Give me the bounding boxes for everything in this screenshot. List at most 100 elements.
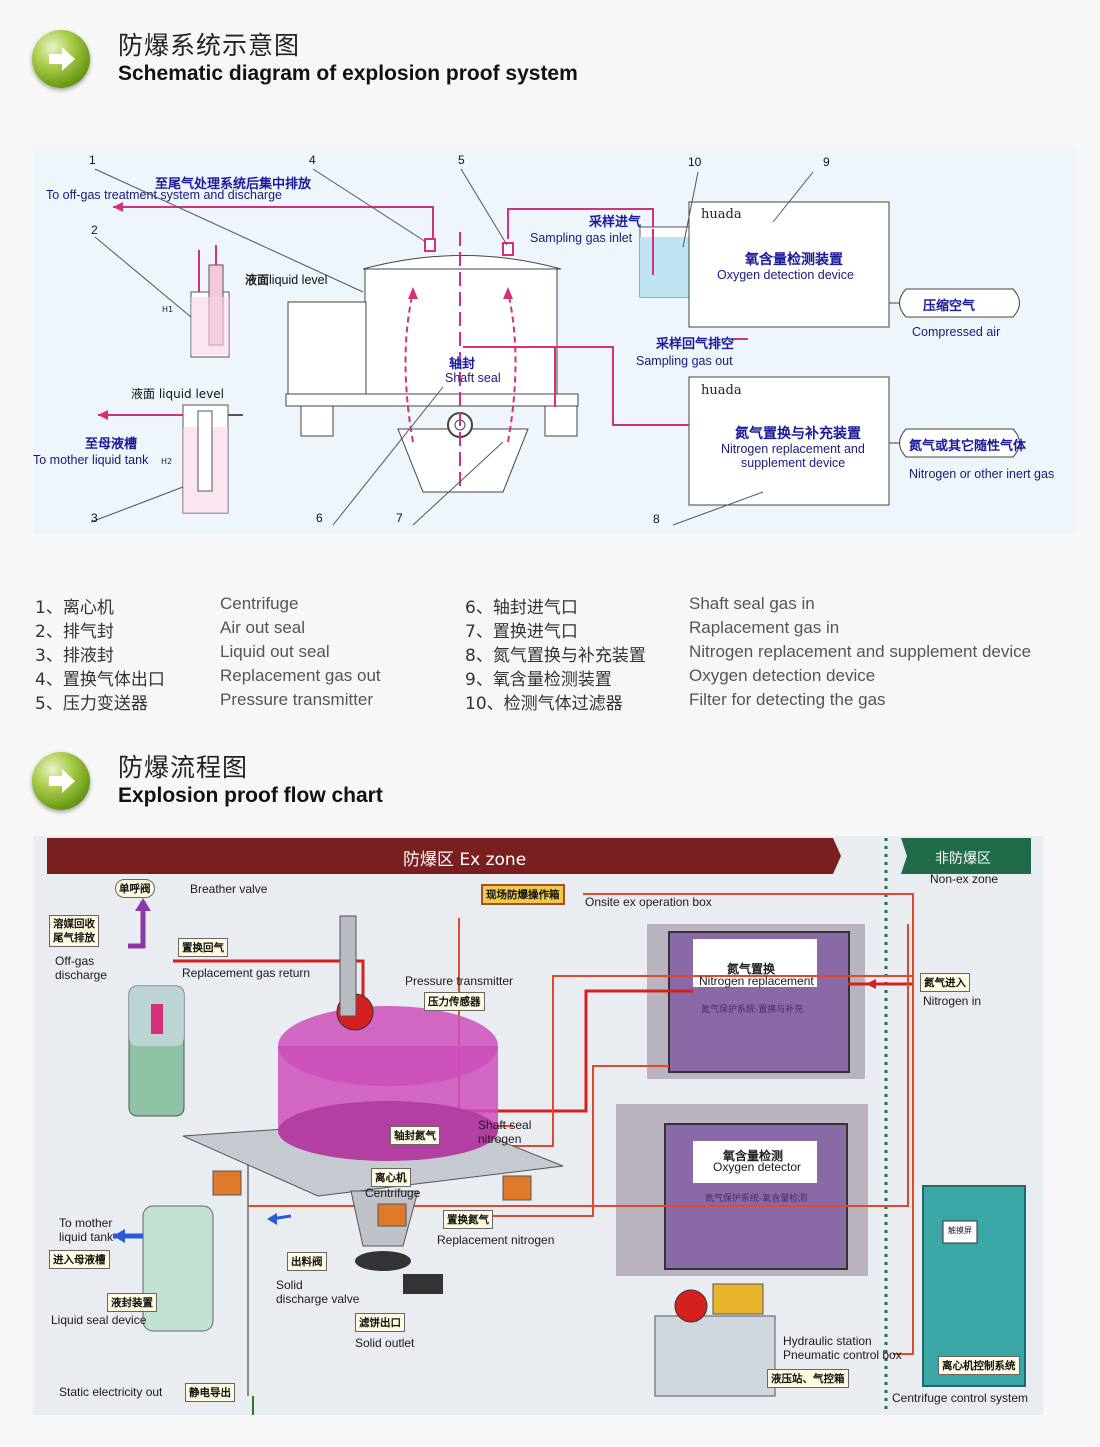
solid-outlet-tag: 滤饼出口 <box>355 1313 405 1332</box>
mother-tank-tag: 进入母液槽 <box>49 1250 110 1269</box>
solid-outlet-label: Solid outlet <box>355 1336 415 1350</box>
offgas-label-cn: 至尾气处理系统后集中排放 <box>155 177 312 192</box>
non-ex-zone-banner: 非防爆区 <box>935 851 991 867</box>
mother-tank-label-2: liquid tank <box>59 1230 114 1244</box>
control-touchscreen: 触摸屏 <box>948 1226 972 1235</box>
mother-tank-label-en: To mother liquid tank <box>33 453 149 467</box>
mother-tank-label-cn: 至母液槽 <box>85 437 138 452</box>
section1-title-cn: 防爆系统示意图 <box>118 31 301 60</box>
sampling-inlet-en: Sampling gas inlet <box>530 231 633 245</box>
arrow-bullet-icon <box>32 30 90 88</box>
onsite-box-label: Onsite ex operation box <box>585 895 712 909</box>
oxygen-tag: 氧含量检测 <box>723 1149 784 1163</box>
flow-chart: 防爆区 Ex zone 非防爆区 Non-ex zone 单呼阀 Breathe… <box>33 836 1043 1415</box>
schematic-diagram: 1 2 3 4 5 6 7 8 9 10 至尾气处理系统后集中排放 To off… <box>33 147 1076 534</box>
oxygen-system-text: 氮气保护系统-氧含量检测 <box>705 1194 808 1204</box>
nitrogen-device-cn: 氮气置换与补充装置 <box>735 426 861 442</box>
marker-4: 4 <box>309 153 316 167</box>
hydraulic-label-2: Pneumatic control box <box>783 1348 902 1362</box>
oxygen-device-en: Oxygen detection device <box>717 268 854 282</box>
centrifuge-label: Centrifuge <box>365 1186 421 1200</box>
onsite-box-tag: 现场防爆操作箱 <box>481 884 565 905</box>
sampling-out-en: Sampling gas out <box>636 354 733 368</box>
section1-title-en: Schematic diagram of explosion proof sys… <box>118 62 578 85</box>
repl-return-label: Replacement gas return <box>182 966 311 980</box>
huada-logo-2: huada <box>701 383 742 398</box>
hydraulic-tag: 液压站、气控箱 <box>767 1369 849 1388</box>
hydraulic-label-1: Hydraulic station <box>783 1334 872 1348</box>
arrow-bullet-icon <box>32 752 90 810</box>
nitrogen-device-en1: Nitrogen replacement and <box>721 442 865 456</box>
sampling-out-cn: 采样回气排空 <box>656 337 735 352</box>
compressed-air-cn: 压缩空气 <box>923 299 976 314</box>
offgas-label-en: To off-gas treatment system and discharg… <box>46 188 282 202</box>
nitrogen-device-en2: supplement device <box>741 456 846 470</box>
replacement-nitrogen-tag: 置换氮气 <box>443 1210 493 1229</box>
marker-10: 10 <box>688 155 702 169</box>
pressure-sensor-tag: 压力传感器 <box>424 992 485 1011</box>
replacement-nitrogen-label: Replacement nitrogen <box>437 1233 555 1247</box>
repl-return-tag: 置换回气 <box>178 938 228 957</box>
h2-label: H2 <box>161 457 173 466</box>
marker-3: 3 <box>91 511 98 525</box>
static-electricity-label: Static electricity out <box>59 1385 163 1399</box>
shaft-seal-label-1: Shaft seal <box>478 1118 532 1132</box>
section2-title-cn: 防爆流程图 <box>118 753 249 782</box>
huada-logo-1: huada <box>701 207 742 222</box>
shaft-seal-label-2: nitrogen <box>478 1132 522 1146</box>
marker-5: 5 <box>458 153 465 167</box>
breather-valve-tag: 单呼阀 <box>115 879 155 898</box>
breather-valve-label: Breather valve <box>190 882 268 896</box>
oxygen-device-cn: 氧含量检测装置 <box>745 252 843 268</box>
liquid-level-label: 液面liquid level <box>245 273 328 287</box>
oxygen-label: Oxygen detector <box>713 1160 802 1174</box>
inert-gas-en: Nitrogen or other inert gas <box>909 467 1055 481</box>
static-electricity-tag: 静电导出 <box>185 1383 235 1402</box>
pressure-transmitter-label: Pressure transmitter <box>405 974 514 988</box>
control-system-label: Centrifuge control system <box>892 1391 1029 1405</box>
discharge-valve-tag: 出料阀 <box>287 1252 327 1271</box>
inert-gas-cn: 氮气或其它随性气体 <box>909 439 1027 454</box>
discharge-valve-label-2: discharge valve <box>276 1292 360 1306</box>
non-ex-zone-en: Non-ex zone <box>930 872 999 886</box>
marker-8: 8 <box>653 512 660 526</box>
compressed-air-en: Compressed air <box>912 325 1001 339</box>
shaft-seal-tag: 轴封氮气 <box>390 1126 440 1145</box>
section2-title-en: Explosion proof flow chart <box>118 784 383 807</box>
liquid-level-label-2: 液面 liquid level <box>131 387 225 401</box>
mother-tank-label-1: To mother <box>59 1216 113 1230</box>
nitrogen-in-label: Nitrogen in <box>923 994 982 1008</box>
liquid-seal-tag: 液封装置 <box>107 1293 157 1312</box>
nitrogen-in-tag: 氮气进入 <box>920 973 970 992</box>
liquid-seal-label: Liquid seal device <box>51 1313 147 1327</box>
offgas-label-1: Off-gas <box>55 954 95 968</box>
nitrogen-system-text: 氮气保护系统-置换与补充 <box>701 1005 804 1015</box>
sampling-inlet-cn: 采样进气 <box>589 215 642 230</box>
offgas-tag: 溶媒回收尾气排放 <box>49 915 99 947</box>
centrifuge-tag: 离心机 <box>371 1168 411 1187</box>
h1-label: H1 <box>162 305 174 314</box>
shaft-seal-en: Shaft seal <box>445 371 501 385</box>
marker-1: 1 <box>89 153 96 167</box>
marker-2: 2 <box>91 223 98 237</box>
marker-9: 9 <box>823 155 830 169</box>
nitrogen-repl-label: Nitrogen replacement <box>699 974 814 988</box>
shaft-seal-cn: 轴封 <box>449 357 476 372</box>
discharge-valve-label-1: Solid <box>276 1278 303 1292</box>
offgas-label-2: discharge <box>55 968 108 982</box>
marker-7: 7 <box>396 511 403 525</box>
ex-zone-banner: 防爆区 Ex zone <box>403 850 527 870</box>
nitrogen-repl-tag: 氮气置换 <box>727 962 776 976</box>
